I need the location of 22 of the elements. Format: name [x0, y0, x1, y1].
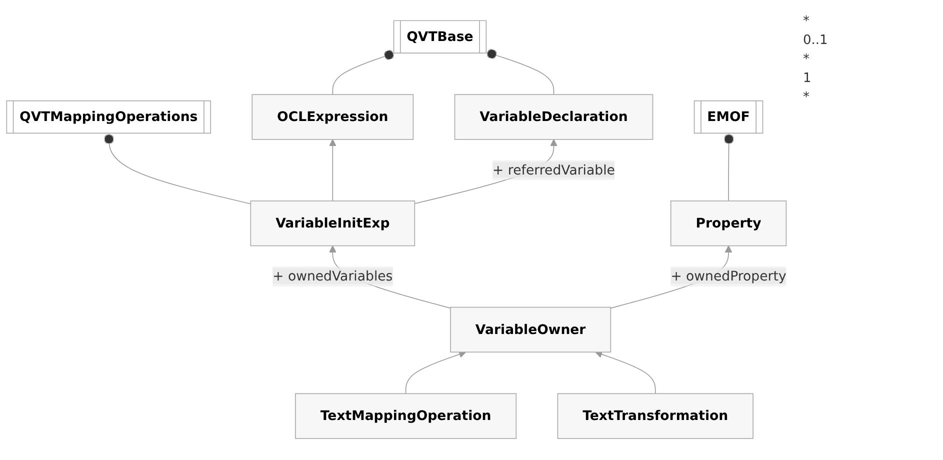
multiplicity-label: * [803, 14, 810, 29]
arrow [405, 351, 466, 394]
edge-label: + ownedVariables [272, 268, 393, 284]
multiplicity-label: * [803, 52, 810, 67]
multiplicity-label: 0..1 [803, 33, 829, 48]
node-box: VariableInitExp [250, 200, 416, 247]
node-box: OCLExpression [252, 94, 414, 140]
node-box: TextTransformation [557, 394, 754, 440]
connector [104, 134, 252, 205]
connector [332, 50, 395, 96]
arrow [595, 351, 656, 394]
node-box: VariableOwner [450, 307, 612, 353]
connector [724, 134, 734, 202]
multiplicity-label: 1 [803, 71, 812, 86]
edge-label: + referredVariable [492, 162, 615, 178]
edge-label: + ownedProperty [670, 268, 786, 284]
node-box: VariableDeclaration [454, 94, 654, 140]
connector [486, 49, 554, 96]
multiplicity-label: * [803, 90, 810, 105]
node-box: Property [670, 200, 787, 247]
arrow [329, 140, 336, 202]
node-box: TextMappingOperation [295, 394, 517, 440]
